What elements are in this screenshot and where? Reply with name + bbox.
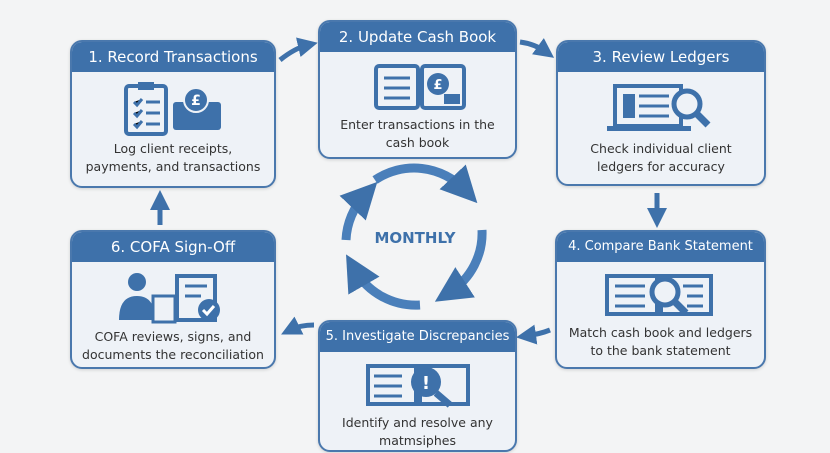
step-desc-line: to the bank statement: [590, 343, 731, 358]
cash-book-icon: £: [373, 64, 466, 110]
step-record-transactions: 1. Record Transactions £ Log client rece…: [70, 40, 276, 188]
arrow-2-3: [519, 38, 555, 58]
svg-text:!: !: [421, 373, 429, 394]
step-update-cash-book: 2. Update Cash Book £ Enter transactions…: [318, 20, 517, 159]
step-desc-line: cash book: [385, 135, 450, 150]
step-review-ledgers: 3. Review Ledgers Check individual clien…: [556, 40, 766, 186]
step-title: 2. Update Cash Book: [320, 22, 515, 52]
laptop-magnifier-icon: [607, 84, 711, 131]
arrow-5-6: [281, 316, 315, 335]
svg-text:£: £: [191, 93, 201, 109]
clipboard-pound-icon: £: [124, 82, 221, 136]
step-compare-bank-statement: 4. Compare Bank Statement Match cash boo…: [555, 230, 766, 369]
step-desc-line: ledgers for accuracy: [597, 159, 725, 174]
person-document-check-icon: [119, 273, 220, 324]
step-title: 1. Record Transactions: [72, 42, 274, 72]
step-desc-line: documents the reconciliation: [82, 347, 264, 362]
svg-text:£: £: [433, 78, 442, 93]
step-desc-line: Identify and resolve any: [342, 415, 493, 430]
step-desc-line: COFA reviews, signs, and: [94, 329, 252, 344]
step-title: 4. Compare Bank Statement: [557, 232, 764, 262]
step-desc-line: Check individual client: [590, 141, 732, 156]
step-cofa-sign-off: 6. COFA Sign-Off COFA reviews, signs, an…: [70, 230, 276, 369]
step-desc-line: matmsiphes: [379, 433, 456, 448]
step-title: 6. COFA Sign-Off: [72, 232, 274, 262]
step-desc-line: Enter transactions in the: [340, 117, 495, 132]
step-title: 5. Investigate Discrepancies: [320, 322, 515, 352]
step-desc-line: Match cash book and ledgers: [568, 325, 753, 340]
step-desc-line: payments, and transactions: [85, 159, 261, 174]
statement-magnifier-icon: [604, 274, 713, 316]
arrow-4-5: [516, 324, 551, 345]
step-title: 3. Review Ledgers: [558, 42, 764, 72]
alert-magnifier-icon: !: [365, 364, 470, 408]
step-desc-line: Log client receipts,: [113, 141, 233, 156]
arrow-1-2: [278, 37, 318, 62]
step-investigate-discrepancies: 5. Investigate Discrepancies ! Identify …: [318, 320, 517, 452]
cycle-label: MONTHLY: [374, 229, 456, 247]
cycle-arrows: [339, 163, 487, 310]
